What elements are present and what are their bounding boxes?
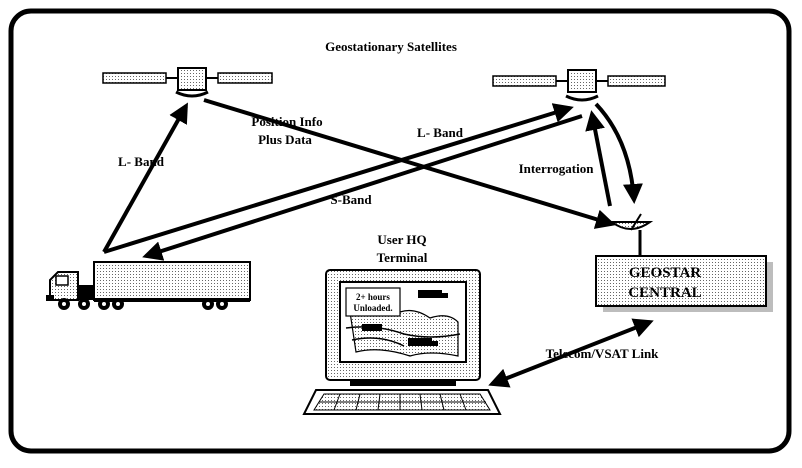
right-satellite-icon bbox=[492, 69, 666, 102]
geostar-central-building bbox=[595, 255, 773, 312]
computer-terminal-icon bbox=[302, 269, 502, 415]
s-band-arrow bbox=[142, 114, 583, 261]
label-s-band: S-Band bbox=[330, 192, 372, 207]
l-band-uplink-arrow bbox=[102, 102, 188, 253]
diagram-title: Geostationary Satellites bbox=[325, 39, 457, 54]
label-telecom-link: Telecom/VSAT Link bbox=[546, 346, 660, 361]
screen-note-line1: 2+ hours bbox=[356, 292, 390, 302]
label-central: CENTRAL bbox=[628, 285, 701, 301]
position-info-arrow bbox=[203, 98, 616, 229]
label-terminal: Terminal bbox=[377, 250, 428, 265]
label-l-band-left: L- Band bbox=[118, 154, 165, 169]
l-band-right-arrow bbox=[103, 103, 574, 254]
downlink-to-dish-arrow bbox=[594, 102, 643, 204]
label-l-band-right: L- Band bbox=[417, 125, 464, 140]
label-position-info: Position Info bbox=[251, 114, 322, 129]
label-interrogation: Interrogation bbox=[519, 161, 595, 176]
truck-icon bbox=[46, 261, 251, 310]
label-plus-data: Plus Data bbox=[258, 132, 312, 147]
interrogation-arrow bbox=[585, 110, 612, 207]
screen-note-line2: Unloaded. bbox=[353, 303, 392, 313]
label-user-hq: User HQ bbox=[377, 232, 426, 247]
label-geostar: GEOSTAR bbox=[629, 265, 701, 281]
telecom-link-arrow bbox=[488, 318, 654, 388]
left-satellite-icon bbox=[102, 67, 273, 98]
